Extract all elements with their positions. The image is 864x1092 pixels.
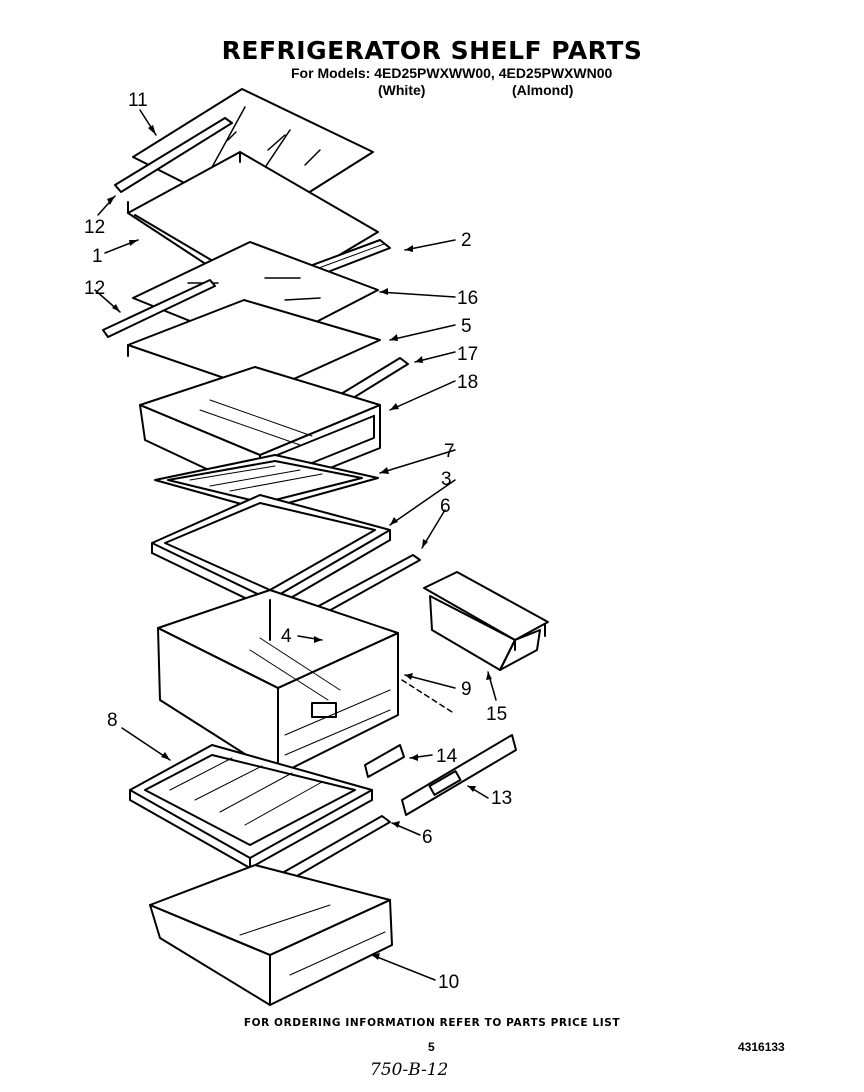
callout-10: 10: [438, 972, 459, 993]
page-number: 5: [428, 1040, 435, 1054]
callout-15: 15: [486, 704, 507, 725]
clip-part: [364, 744, 405, 778]
crisper-pan-part: [139, 366, 381, 496]
variant-almond: (Almond): [512, 82, 574, 98]
variant-white: (White): [378, 82, 426, 98]
dairy-bin-part: [423, 571, 549, 671]
callout-3: 3: [441, 469, 452, 490]
callout-arrowheads: [107, 125, 492, 960]
page-title: REFRIGERATOR SHELF PARTS: [221, 36, 643, 65]
callout-16: 16: [457, 288, 478, 309]
callout-8: 8: [107, 710, 118, 731]
callout-17: 17: [457, 344, 478, 365]
callout-18: 18: [457, 372, 478, 393]
callout-5: 5: [461, 316, 472, 337]
document-number: 4316133: [738, 1040, 785, 1054]
cover-frame-part: [154, 454, 379, 511]
callout-6-upper: 6: [440, 496, 451, 517]
callout-14: 14: [436, 746, 458, 767]
callout-13: 13: [491, 788, 512, 809]
callout-2: 2: [461, 230, 472, 251]
front-plate-part: [401, 734, 517, 816]
ordering-note: FOR ORDERING INFORMATION REFER TO PARTS …: [243, 1017, 621, 1029]
callout-11: 11: [128, 90, 148, 111]
side-rail-part: [102, 279, 216, 338]
callout-12-upper: 12: [84, 217, 105, 238]
side-rail-part: [114, 117, 233, 193]
meat-pan-part: [157, 589, 399, 776]
callout-6-lower: 6: [422, 827, 433, 848]
crisper-drawer-part: [149, 864, 393, 1006]
handwritten-note: 750-B-12: [370, 1060, 449, 1080]
callout-1: 1: [92, 246, 103, 267]
callout-9: 9: [461, 679, 472, 700]
callout-4: 4: [281, 626, 292, 647]
callout-12-lower: 12: [84, 278, 105, 299]
callout-7: 7: [444, 441, 455, 462]
large-shelf-frame-part: [129, 744, 373, 869]
models-line: For Models: 4ED25PWXWW00, 4ED25PWXWN00: [291, 65, 613, 81]
